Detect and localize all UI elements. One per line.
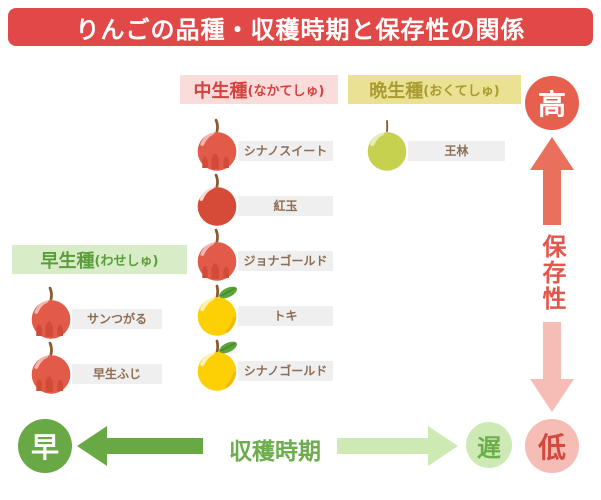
harvest-late-badge: 遅 xyxy=(466,422,512,468)
red-apple-icon xyxy=(194,118,240,172)
variety-row: シナノゴールド xyxy=(194,338,333,392)
variety-label: サンつがる xyxy=(72,309,162,329)
storage-high-badge: 高 xyxy=(525,76,579,130)
variety-label: シナノスイート xyxy=(238,141,333,161)
variety-label: トキ xyxy=(238,306,333,326)
variety-row: シナノスイート xyxy=(194,118,333,172)
harvest-axis-label: 収穫時期 xyxy=(229,439,321,465)
right-arrow-icon xyxy=(337,426,458,466)
header-mid-season: 中生種(なかてしゅ) xyxy=(180,75,338,104)
variety-label: 早生ふじ xyxy=(72,364,162,384)
deep-red-apple-icon xyxy=(194,173,240,227)
up-arrow-icon xyxy=(530,137,574,225)
variety-row: 紅玉 xyxy=(194,173,333,227)
header-mid-label: 中生種 xyxy=(193,80,248,102)
variety-label: シナノゴールド xyxy=(238,361,333,381)
variety-label: 紅玉 xyxy=(238,196,333,216)
variety-row: トキ xyxy=(194,283,333,337)
header-early-reading: (わせしゅ) xyxy=(94,254,159,269)
down-arrow-icon xyxy=(530,322,574,412)
page-title: りんごの品種・収穫時期と保存性の関係 xyxy=(8,8,593,46)
variety-row: 早生ふじ xyxy=(28,341,162,395)
yellow-apple-icon xyxy=(194,338,240,392)
variety-label: 王林 xyxy=(408,141,505,161)
variety-label: ジョナゴールド xyxy=(238,251,333,271)
storage-low-badge: 低 xyxy=(525,419,579,473)
header-mid-reading: (なかてしゅ) xyxy=(247,84,325,99)
red-apple-icon xyxy=(28,286,74,340)
header-early-label: 早生種 xyxy=(40,250,95,272)
variety-row: ジョナゴールド xyxy=(194,228,333,282)
variety-row: 王林 xyxy=(364,118,505,172)
storage-axis-label: 保存性 xyxy=(538,234,566,312)
variety-row: サンつがる xyxy=(28,286,162,340)
harvest-early-badge: 早 xyxy=(18,419,72,473)
left-arrow-icon xyxy=(77,426,203,466)
yellow-green-apple-icon xyxy=(364,118,410,172)
header-early-season: 早生種(わせしゅ) xyxy=(12,245,187,274)
header-late-label: 晩生種 xyxy=(369,80,424,102)
red-apple-icon xyxy=(194,228,240,282)
red-apple-icon xyxy=(28,341,74,395)
header-late-season: 晩生種(おくてしゅ) xyxy=(348,75,521,104)
yellow-apple-icon xyxy=(194,283,240,337)
header-late-reading: (おくてしゅ) xyxy=(423,84,500,99)
